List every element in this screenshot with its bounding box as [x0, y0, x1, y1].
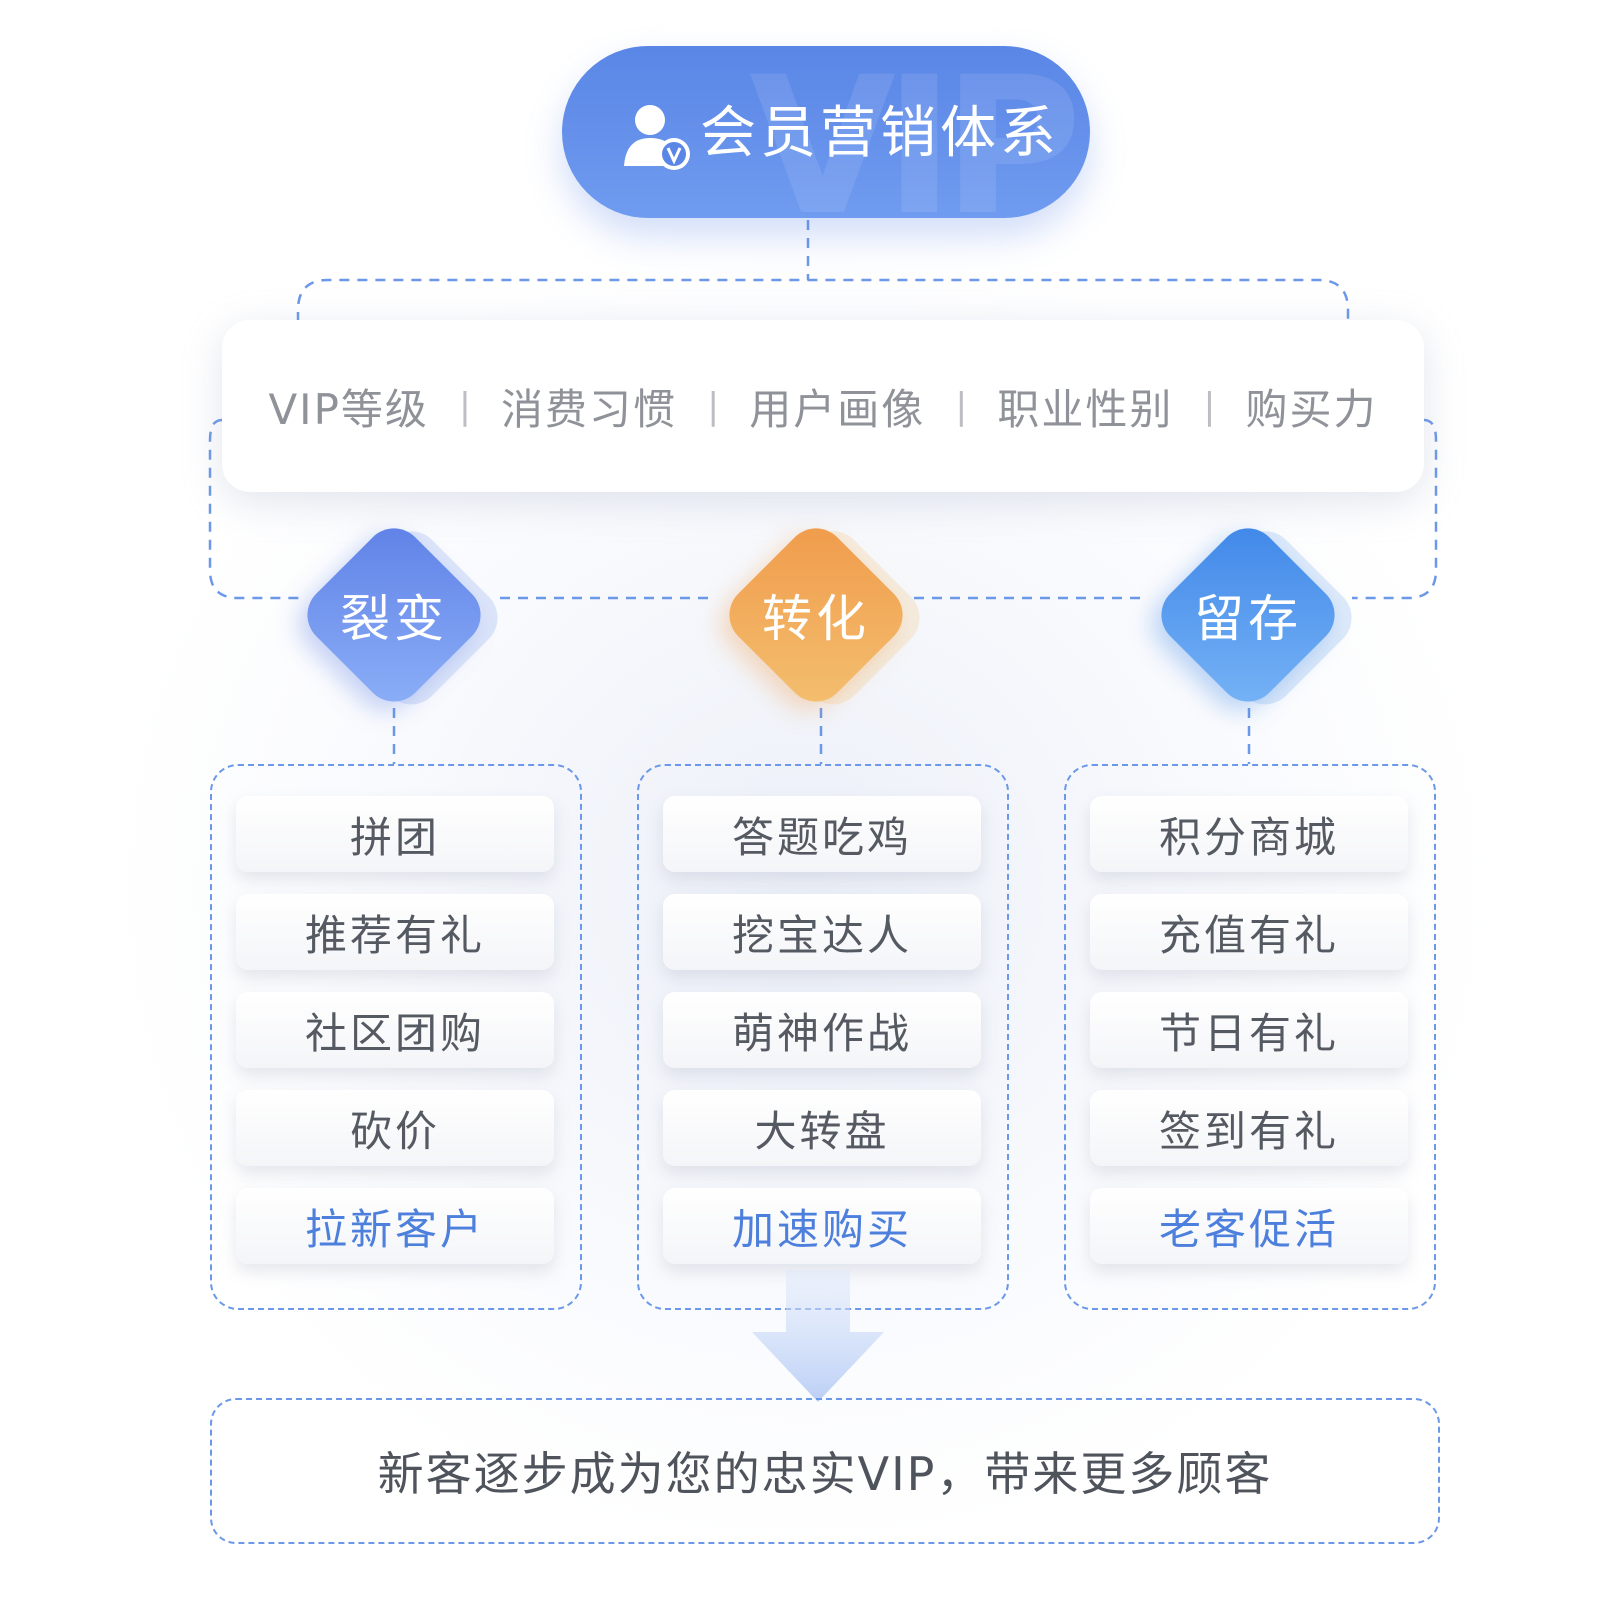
list-item: 推荐有礼: [236, 894, 554, 970]
list-item: 节日有礼: [1090, 992, 1408, 1068]
diamond-fission: 裂变: [289, 510, 510, 720]
list-item: 答题吃鸡: [663, 796, 981, 872]
list-item: 大转盘: [663, 1090, 981, 1166]
attribute-separator: |: [955, 385, 968, 427]
diamond-conversion: 转化: [711, 510, 932, 720]
list-item: 拼团: [236, 796, 554, 872]
left-side-bracket: [208, 418, 300, 600]
list-item: 积分商城: [1090, 796, 1408, 872]
result-item: 加速购买: [663, 1188, 981, 1264]
list-item: 社区团购: [236, 992, 554, 1068]
right-side-bracket: [1352, 418, 1438, 600]
attribute-consumption-habit: 消费习惯: [501, 384, 678, 434]
list-item: 充值有礼: [1090, 894, 1408, 970]
diamond-label: 裂变: [340, 590, 448, 648]
header-title: 会员营销体系: [700, 101, 1060, 166]
attribute-purchasing-power: 购买力: [1245, 384, 1378, 434]
attribute-separator: |: [458, 385, 472, 427]
down-arrow-icon: [752, 1270, 884, 1402]
column-conversion: 答题吃鸡 挖宝达人 萌神作战 大转盘 加速购买: [637, 764, 1009, 1310]
list-item: 挖宝达人: [663, 894, 981, 970]
diamond-retention: 留存: [1143, 510, 1364, 720]
attribute-occupation-gender: 职业性别: [997, 384, 1174, 434]
attribute-separator: |: [1203, 385, 1216, 427]
member-vip-icon: [624, 105, 690, 170]
result-item: 拉新客户: [236, 1188, 554, 1264]
top-bracket: [296, 278, 1350, 322]
conclusion-box: 新客逐步成为您的忠实VIP，带来更多顾客: [210, 1398, 1440, 1544]
attributes-card: VIP等级 | 消费习惯 | 用户画像 | 职业性别 | 购买力: [222, 320, 1424, 492]
vip-watermark: VIP: [749, 46, 1082, 218]
result-item: 老客促活: [1090, 1188, 1408, 1264]
attributes-row: VIP等级 | 消费习惯 | 用户画像 | 职业性别 | 购买力: [268, 376, 1377, 437]
diamond-label: 转化: [762, 590, 870, 648]
attribute-user-profile: 用户画像: [749, 384, 926, 434]
attribute-vip-level: VIP等级: [268, 384, 429, 434]
list-item: 签到有礼: [1090, 1090, 1408, 1166]
attribute-separator: |: [707, 385, 720, 427]
list-item: 砍价: [236, 1090, 554, 1166]
list-item: 萌神作战: [663, 992, 981, 1068]
diamond-label: 留存: [1194, 590, 1302, 648]
column-retention: 积分商城 充值有礼 节日有礼 签到有礼 老客促活: [1064, 764, 1436, 1310]
header-pill: VIP 会员营销体系: [562, 46, 1090, 218]
column-fission: 拼团 推荐有礼 社区团购 砍价 拉新客户: [210, 764, 582, 1310]
